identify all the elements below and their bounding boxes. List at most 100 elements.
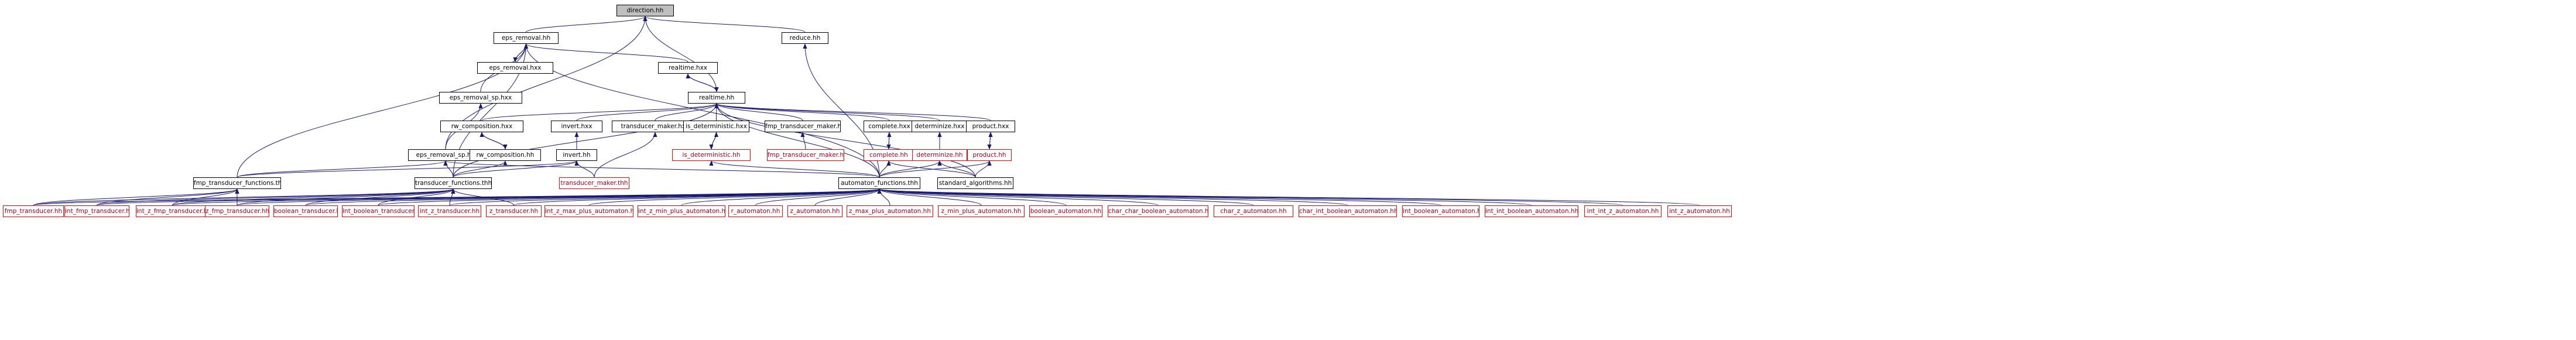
node-eps-removal-sp-hxx[interactable]: eps_removal_sp.hxx: [439, 92, 522, 104]
edge-char_z_automaton_hh-to-automaton_functions_thh: [877, 188, 1254, 206]
node-realtime-hh[interactable]: realtime.hh: [688, 92, 745, 104]
node-r-automaton-hh[interactable]: r_automaton.hh: [728, 205, 783, 217]
edge-transducer_functions_thh-to-rw_composition_hh: [453, 160, 508, 178]
node-transducer-functions-thh[interactable]: transducer_functions.thh: [415, 177, 492, 189]
node-eps-removal-sp-hh[interactable]: eps_removal_sp.hh: [408, 149, 483, 161]
edge-fmp_transducer_functions_thh-to-invert_hh: [237, 160, 579, 178]
edge-standard_algorithms_hh-to-product_hh: [975, 160, 992, 178]
edge-product_hxx-to-realtime_hh: [714, 103, 991, 121]
node-z-min-plus-automaton-hh[interactable]: z_min_plus_automaton.hh: [938, 205, 1025, 217]
edge-z_min_plus_automaton_hh-to-automaton_functions_thh: [877, 188, 982, 206]
edge-int_z_fmp_transducer_hh-to-transducer_functions_thh: [172, 188, 455, 206]
edge-int_int_z_automaton_hh-to-automaton_functions_thh: [878, 188, 1623, 206]
edge-rw_composition_hxx-to-rw_composition_hh: [481, 132, 508, 150]
edge-transducer_functions_thh-to-eps_removal_sp_hh: [443, 160, 454, 178]
node-int-z-automaton-hh[interactable]: int_z_automaton.hh: [1667, 205, 1732, 217]
edge-realtime_hxx-to-realtime_hh: [687, 73, 719, 92]
edge-determinize_hxx-to-realtime_hh: [714, 103, 940, 121]
node-rw-composition-hxx[interactable]: rw_composition.hxx: [440, 121, 523, 132]
edge-z_fmp_transducer_hh-to-transducer_functions_thh: [237, 188, 455, 206]
edge-int_fmp_transducer_hh-to-automaton_functions_thh: [97, 188, 881, 206]
edge-z_transducer_hh-to-automaton_functions_thh: [513, 188, 882, 206]
edge-invert_hxx-to-realtime_hh: [576, 103, 719, 121]
node-transducer-maker-thh[interactable]: transducer_maker.thh: [559, 177, 629, 189]
edge-int_boolean_automaton_hh-to-automaton_functions_thh: [878, 188, 1441, 206]
node-int-boolean-automaton-hh[interactable]: int_boolean_automaton.hh: [1402, 205, 1479, 217]
edge-fmp_transducer_maker_hh-to-fmp_transducer_maker_hxx: [800, 132, 806, 150]
edge-fmp_transducer_hh-to-automaton_functions_thh: [33, 188, 881, 206]
node-fmp-transducer-hh[interactable]: fmp_transducer.hh: [3, 205, 64, 217]
node-invert-hh[interactable]: invert.hh: [556, 149, 597, 161]
edge-transducer_maker_hxx-to-realtime_hh: [655, 103, 719, 121]
node-z-max-plus-automaton-hh[interactable]: z_max_plus_automaton.hh: [847, 205, 933, 217]
node-int-z-fmp-transducer-hh[interactable]: int_z_fmp_transducer.hh: [136, 205, 209, 217]
edge-boolean_transducer_hh-to-automaton_functions_thh: [305, 188, 881, 206]
node-int-int-z-automaton-hh[interactable]: int_int_z_automaton.hh: [1584, 205, 1662, 217]
node-int-fmp-transducer-hh[interactable]: int_fmp_transducer.hh: [64, 205, 129, 217]
node-eps-removal-hh[interactable]: eps_removal.hh: [494, 32, 559, 44]
edge-standard_algorithms_hh-to-determinize_hh: [937, 160, 976, 178]
node-automaton-functions-thh[interactable]: automaton_functions.thh: [838, 177, 920, 189]
node-product-hh[interactable]: product.hh: [967, 149, 1012, 161]
node-int-z-transducer-hh[interactable]: int_z_transducer.hh: [418, 205, 481, 217]
node-int-boolean-transducer-hh[interactable]: int_boolean_transducer.hh: [342, 205, 415, 217]
edge-boolean_transducer_hh-to-transducer_functions_thh: [305, 188, 455, 206]
edge-char_int_boolean_automaton_hh-to-automaton_functions_thh: [877, 188, 1348, 206]
edge-char_char_boolean_automaton_hh-to-automaton_functions_thh: [877, 188, 1159, 206]
edge-int_z_automaton_hh-to-automaton_functions_thh: [878, 188, 1700, 206]
edge-int_fmp_transducer_hh-to-transducer_functions_thh: [97, 188, 455, 206]
node-int-int-boolean-automaton-hh[interactable]: int_int_boolean_automaton.hh: [1485, 205, 1578, 217]
node-determinize-hh[interactable]: determinize.hh: [912, 149, 967, 161]
node-char-z-automaton-hh[interactable]: char_z_automaton.hh: [1214, 205, 1293, 217]
node-determinize-hxx[interactable]: determinize.hxx: [912, 121, 968, 132]
node-boolean-transducer-hh[interactable]: boolean_transducer.hh: [273, 205, 338, 217]
edge-r_automaton_hh-to-automaton_functions_thh: [755, 188, 882, 206]
node-complete-hh[interactable]: complete.hh: [864, 149, 914, 161]
node-fmp-transducer-functions-thh[interactable]: fmp_transducer_functions.thh: [193, 177, 281, 189]
node-z-fmp-transducer-hh[interactable]: z_fmp_transducer.hh: [205, 205, 269, 217]
edge-automaton_functions_thh-to-is_deterministic_hh: [709, 160, 880, 178]
edge-realtime_hh-to-direction_hh: [643, 16, 717, 92]
edge-automaton_functions_thh-to-realtime_hh: [714, 103, 880, 178]
node-char-int-boolean-automaton-hh[interactable]: char_int_boolean_automaton.hh: [1299, 205, 1397, 217]
node-realtime-hxx[interactable]: realtime.hxx: [658, 62, 718, 74]
edge-realtime_hxx-to-eps_removal_hh: [524, 43, 688, 63]
edge-rw_composition_hxx-to-realtime_hh: [481, 103, 719, 121]
node-transducer-maker-hxx[interactable]: transducer_maker.hxx: [612, 121, 698, 132]
edge-z_fmp_transducer_hh-to-automaton_functions_thh: [237, 188, 881, 206]
edge-eps_removal_hh-to-direction_hh: [526, 16, 648, 33]
node-reduce-hh[interactable]: reduce.hh: [782, 32, 828, 44]
edge-automaton_functions_thh-to-determinize_hh: [879, 160, 942, 178]
edge-transducer_functions_thh-to-realtime_hh: [453, 103, 719, 178]
node-fmp-transducer-maker-hh[interactable]: fmp_transducer_maker.hh: [767, 149, 844, 161]
node-int-z-max-plus-automaton-hh[interactable]: int_z_max_plus_automaton.hh: [544, 205, 633, 217]
node-eps-removal-hxx[interactable]: eps_removal.hxx: [477, 62, 553, 74]
node-z-transducer-hh[interactable]: z_transducer.hh: [486, 205, 542, 217]
node-rw-composition-hh[interactable]: rw_composition.hh: [470, 149, 541, 161]
node-invert-hxx[interactable]: invert.hxx: [551, 121, 602, 132]
node-int-z-min-plus-automaton-hh[interactable]: int_z_min_plus_automaton.hh: [638, 205, 725, 217]
edge-transducer_maker_thh-to-invert_hh: [574, 160, 595, 178]
edge-reduce_hh-to-direction_hh: [643, 16, 806, 33]
edge-fmp_transducer_hh-to-fmp_transducer_functions_thh: [33, 188, 239, 206]
edge-int_z_max_plus_automaton_hh-to-automaton_functions_thh: [588, 188, 882, 206]
edge-fmp_transducer_functions_thh-to-eps_removal_sp_hh: [237, 160, 448, 178]
node-char-char-boolean-automaton-hh[interactable]: char_char_boolean_automaton.hh: [1108, 205, 1208, 217]
node-direction-hh: direction.hh: [616, 5, 674, 16]
node-product-hxx[interactable]: product.hxx: [966, 121, 1015, 132]
node-z-automaton-hh[interactable]: z_automaton.hh: [787, 205, 842, 217]
node-is-deterministic-hh[interactable]: is_deterministic.hh: [672, 149, 751, 161]
edge-int_z_min_plus_automaton_hh-to-automaton_functions_thh: [681, 188, 882, 206]
node-is-deterministic-hxx[interactable]: is_deterministic.hxx: [683, 121, 749, 132]
edge-automaton_functions_thh-to-eps_removal_sp_hh: [443, 160, 880, 178]
edge-transducer_maker_thh-to-transducer_maker_hxx: [594, 132, 657, 178]
edge-int_boolean_transducer_hh-to-transducer_functions_thh: [378, 188, 455, 206]
edge-is_deterministic_hxx-to-is_deterministic_hh: [709, 132, 717, 150]
edge-int_fmp_transducer_hh-to-fmp_transducer_functions_thh: [97, 188, 239, 206]
edge-standard_algorithms_hh-to-realtime_hh: [714, 103, 976, 178]
node-standard-algorithms-hh[interactable]: standard_algorithms.hh: [937, 177, 1013, 189]
node-fmp-transducer-maker-hxx[interactable]: fmp_transducer_maker.hxx: [765, 121, 841, 132]
node-complete-hxx[interactable]: complete.hxx: [864, 121, 915, 132]
node-boolean-automaton-hh[interactable]: boolean_automaton.hh: [1029, 205, 1102, 217]
